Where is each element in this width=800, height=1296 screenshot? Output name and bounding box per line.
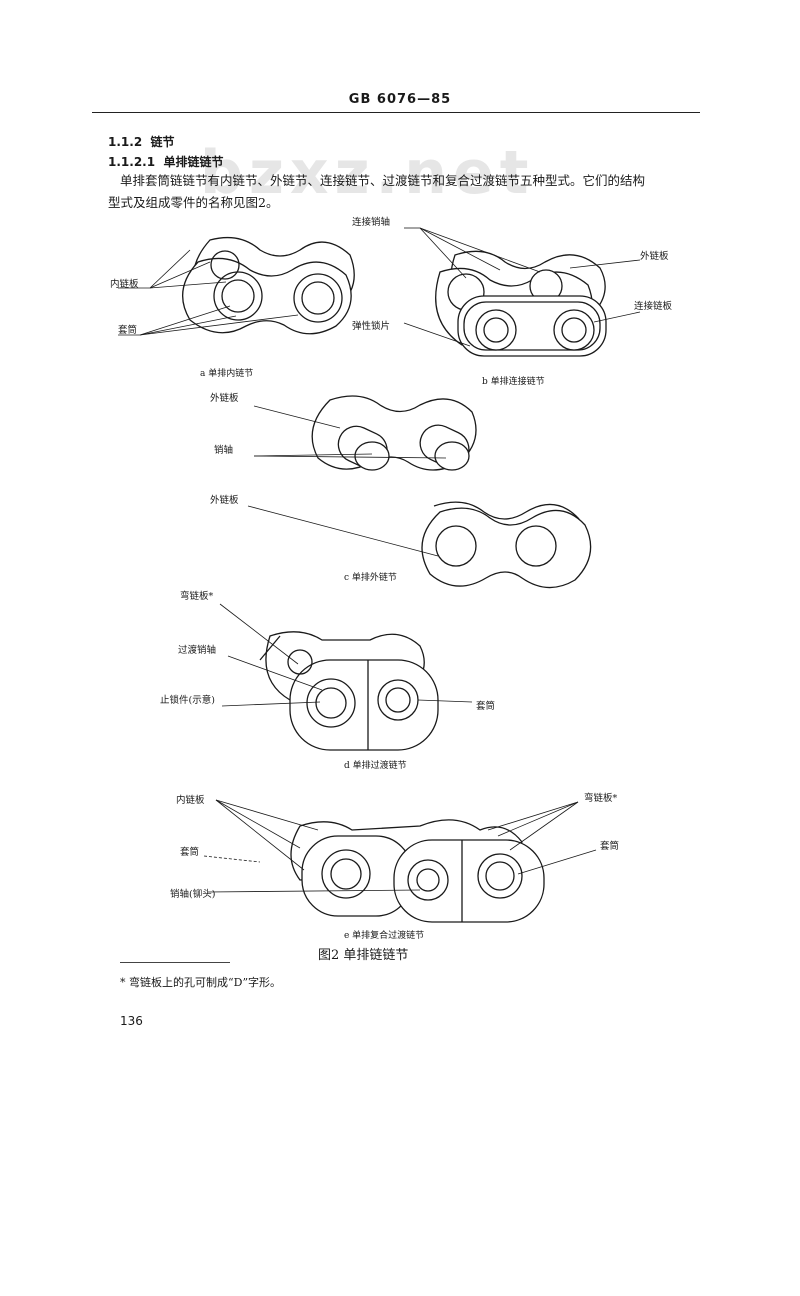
label-outer-plate: 外链板 [210, 393, 239, 404]
figure-title: 图2 单排链链节 [318, 948, 409, 963]
label-bush: 套筒 [600, 841, 620, 852]
label-inner-plate: 内链板 [110, 279, 139, 290]
paragraph-line-2: 型式及组成零件的名称见图2。 [108, 195, 279, 210]
section-title: 单排链链节 [163, 155, 224, 169]
section-number: 1.1.2 [108, 135, 143, 149]
label-bush: 套筒 [118, 325, 138, 336]
fig-c-outer-link-pins [253, 395, 477, 471]
label-spring-clip: 弹性锁片 [352, 321, 391, 332]
footnote-rule [120, 962, 230, 963]
fig-c-outer-plate [247, 501, 592, 589]
standard-code: GB 6076—85 [348, 92, 452, 107]
label-bent-plate: 弯链板* [180, 591, 214, 602]
label-bent-plate: 弯链板* [584, 793, 618, 804]
section-1-1-2: 1.1.2 链节 [108, 133, 175, 150]
label-connecting-plate: 连接链板 [634, 301, 673, 312]
label-bush: 套筒 [180, 847, 200, 858]
label-fastener: 止锁件(示意) [160, 695, 215, 706]
caption-c: c 单排外链节 [344, 573, 397, 583]
footnote: * 弯链板上的孔可制成“D”字形。 [120, 976, 282, 989]
fig-d-transition-link [219, 603, 473, 751]
label-outer-plate: 外链板 [640, 251, 669, 262]
caption-d: d 单排过渡链节 [344, 761, 407, 771]
label-inner-plate: 内链板 [176, 795, 205, 806]
label-pin: 销轴 [214, 445, 234, 456]
watermark: bzxz.net [200, 138, 535, 208]
fig-a-inner-link [118, 236, 355, 336]
label-outer-plate: 外链板 [210, 495, 239, 506]
caption-a: a 单排内链节 [200, 369, 254, 379]
section-number: 1.1.2.1 [108, 155, 156, 169]
section-title: 链节 [150, 135, 175, 149]
label-bush: 套筒 [476, 701, 496, 712]
page-number: 136 [120, 1014, 143, 1028]
caption-e: e 单排复合过渡链节 [344, 931, 425, 941]
label-pin-rivet: 销轴(铆头) [170, 889, 216, 900]
section-1-1-2-1: 1.1.2.1 单排链链节 [108, 153, 223, 170]
header-rule [92, 112, 700, 113]
label-transition-pin: 过渡销轴 [178, 645, 217, 656]
label-connecting-pin: 连接销轴 [352, 217, 391, 228]
paragraph-line-1: 单排套筒链链节有内链节、外链节、连接链节、过渡链节和复合过渡链节五种型式。它们的… [120, 173, 646, 188]
fig-b-connecting-link [403, 227, 641, 357]
fig-e-compound-transition [203, 799, 597, 923]
body-paragraph: 单排套筒链链节有内链节、外链节、连接链节、过渡链节和复合过渡链节五种型式。它们的… [108, 170, 700, 214]
caption-b: b 单排连接链节 [482, 377, 545, 387]
